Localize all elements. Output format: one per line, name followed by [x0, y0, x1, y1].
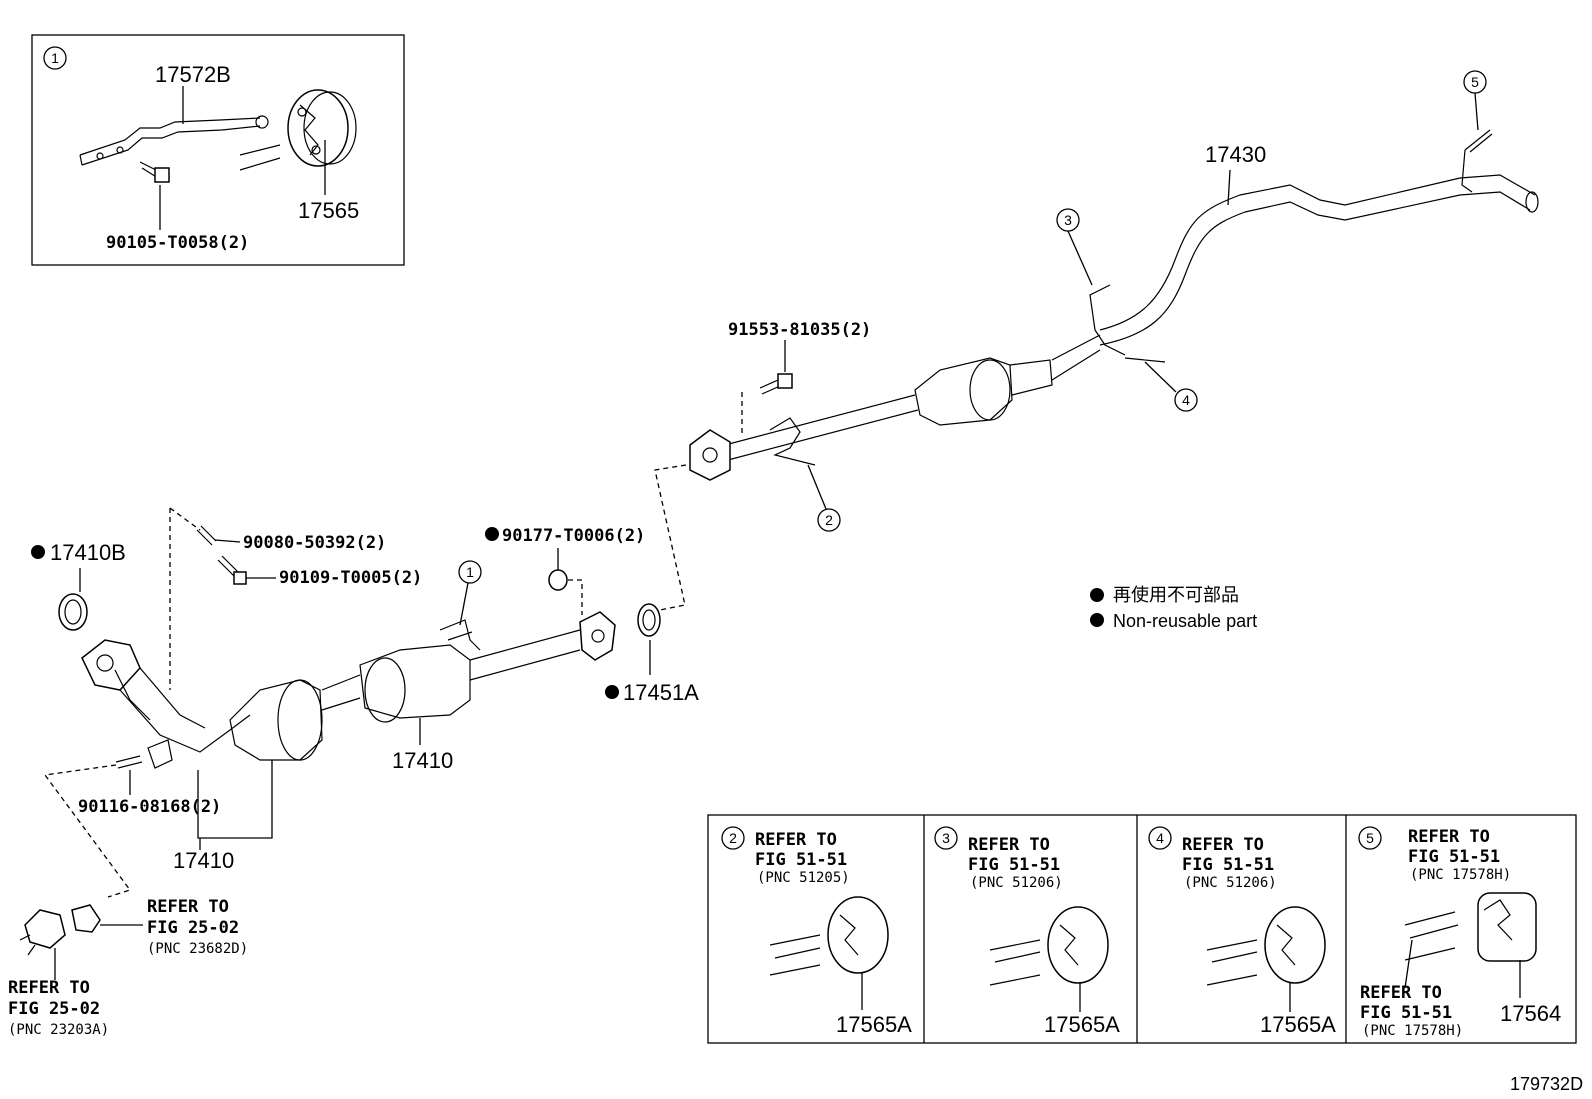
refer-bottom-line2: FIG 25-02	[8, 999, 100, 1019]
svg-text:17451A: 17451A	[623, 680, 699, 705]
svg-text:FIG 51-51: FIG 51-51	[1182, 855, 1274, 875]
svg-text:3: 3	[1064, 212, 1072, 228]
label-90105: 90105-T0058(2)	[106, 233, 249, 253]
svg-text:17565A: 17565A	[1044, 1012, 1120, 1037]
svg-text:FIG 51-51: FIG 51-51	[968, 855, 1060, 875]
svg-text:2: 2	[825, 512, 833, 528]
svg-text:4: 4	[1182, 392, 1190, 408]
svg-text:(PNC 17578H): (PNC 17578H)	[1362, 1023, 1463, 1039]
label-17572b: 17572B	[155, 62, 231, 87]
bolt-91553	[759, 373, 793, 395]
marker-2: 2	[807, 464, 841, 532]
bolt-90105	[139, 161, 170, 183]
oxygen-sensor	[19, 904, 101, 956]
refer-bottom-line3: (PNC 23203A)	[8, 1022, 109, 1038]
label-17430: 17430	[1205, 142, 1266, 167]
svg-text:(PNC 51205): (PNC 51205)	[757, 870, 850, 886]
svg-text:17565A: 17565A	[1260, 1012, 1336, 1037]
rubber-hanger-17565	[239, 89, 357, 171]
svg-text:17564: 17564	[1500, 1001, 1561, 1026]
svg-text:5: 5	[1366, 830, 1374, 846]
svg-text:FIG 51-51: FIG 51-51	[755, 850, 847, 870]
svg-text:90177-T0006(2): 90177-T0006(2)	[502, 526, 645, 546]
ref-box-4: 4 REFER TO FIG 51-51 (PNC 51206) 17565A	[1148, 826, 1336, 1037]
refer-mid-line2: FIG 25-02	[147, 918, 239, 938]
svg-text:(PNC 51206): (PNC 51206)	[1184, 875, 1277, 891]
label-17410-a: 17410	[392, 748, 453, 773]
marker-5: 5	[1463, 70, 1487, 131]
stud-90080	[196, 525, 217, 546]
gasket-17451a	[637, 603, 661, 637]
gasket-17410b	[58, 593, 88, 631]
reference-boxes: 2 REFER TO FIG 51-51 (PNC 51205) 17565A …	[707, 814, 1577, 1044]
svg-text:4: 4	[1156, 830, 1164, 846]
refer-mid-line3: (PNC 23682D)	[147, 941, 248, 957]
hanger-bracket-5	[1461, 129, 1493, 193]
svg-text:REFER TO: REFER TO	[968, 835, 1050, 855]
svg-text:1: 1	[51, 50, 59, 66]
legend: 再使用不可部品 Non-reusable part	[1090, 585, 1257, 631]
inset-box-1: 1 17572B 17565 90105-T005	[31, 34, 405, 266]
bolt-90109	[217, 555, 247, 585]
center-pipe	[689, 334, 1101, 481]
diagram-id: 179732D	[1510, 1074, 1583, 1094]
hanger-bracket-2	[769, 417, 816, 466]
svg-text:(PNC 51206): (PNC 51206)	[970, 875, 1063, 891]
label-90116: 90116-08168(2)	[78, 797, 221, 817]
marker-1-inset: 1	[43, 46, 67, 70]
svg-text:REFER TO: REFER TO	[755, 830, 837, 850]
label-90109: 90109-T0005(2)	[279, 568, 422, 588]
svg-text:REFER TO: REFER TO	[1182, 835, 1264, 855]
svg-text:1: 1	[466, 564, 474, 580]
svg-text:FIG 51-51: FIG 51-51	[1360, 1003, 1452, 1023]
nut-90177	[548, 569, 568, 591]
label-90177-group: 90177-T0006(2)	[485, 526, 645, 570]
refer-mid-line1: REFER TO	[147, 897, 229, 917]
tailpipe-17430	[1099, 174, 1539, 346]
refer-bottom-line1: REFER TO	[8, 978, 90, 998]
marker-1-main: 1	[458, 560, 482, 626]
ref-box-5: 5 REFER TO FIG 51-51 (PNC 17578H) 17564 …	[1358, 826, 1561, 1039]
svg-text:2: 2	[729, 830, 737, 846]
legend-japanese: 再使用不可部品	[1113, 585, 1239, 605]
svg-text:FIG 51-51: FIG 51-51	[1408, 847, 1500, 867]
label-90080: 90080-50392(2)	[243, 533, 386, 553]
svg-text:REFER TO: REFER TO	[1360, 983, 1442, 1003]
front-pipe-assembly	[81, 611, 616, 769]
svg-text:(PNC 17578H): (PNC 17578H)	[1410, 867, 1511, 883]
hanger-bracket-3	[1089, 284, 1166, 363]
label-17410b-group: 17410B	[31, 540, 126, 592]
stud-90116	[115, 755, 143, 769]
label-17565: 17565	[298, 198, 359, 223]
marker-3: 3	[1056, 208, 1093, 286]
svg-text:17410B: 17410B	[50, 540, 126, 565]
svg-text:REFER TO: REFER TO	[1408, 827, 1490, 847]
hanger-bracket-17572b	[79, 115, 269, 166]
svg-text:3: 3	[942, 830, 950, 846]
label-91553: 91553-81035(2)	[728, 320, 871, 340]
svg-text:17565A: 17565A	[836, 1012, 912, 1037]
legend-english: Non-reusable part	[1113, 611, 1257, 631]
marker-4: 4	[1144, 361, 1198, 412]
svg-text:5: 5	[1471, 74, 1479, 90]
ref-box-2: 2 REFER TO FIG 51-51 (PNC 51205) 17565A	[721, 826, 912, 1037]
hanger-bracket-1	[439, 619, 481, 651]
label-17451a-group: 17451A	[605, 640, 699, 705]
ref-box-3: 3 REFER TO FIG 51-51 (PNC 51206) 17565A	[934, 826, 1120, 1037]
label-17410-b: 17410	[173, 848, 234, 873]
